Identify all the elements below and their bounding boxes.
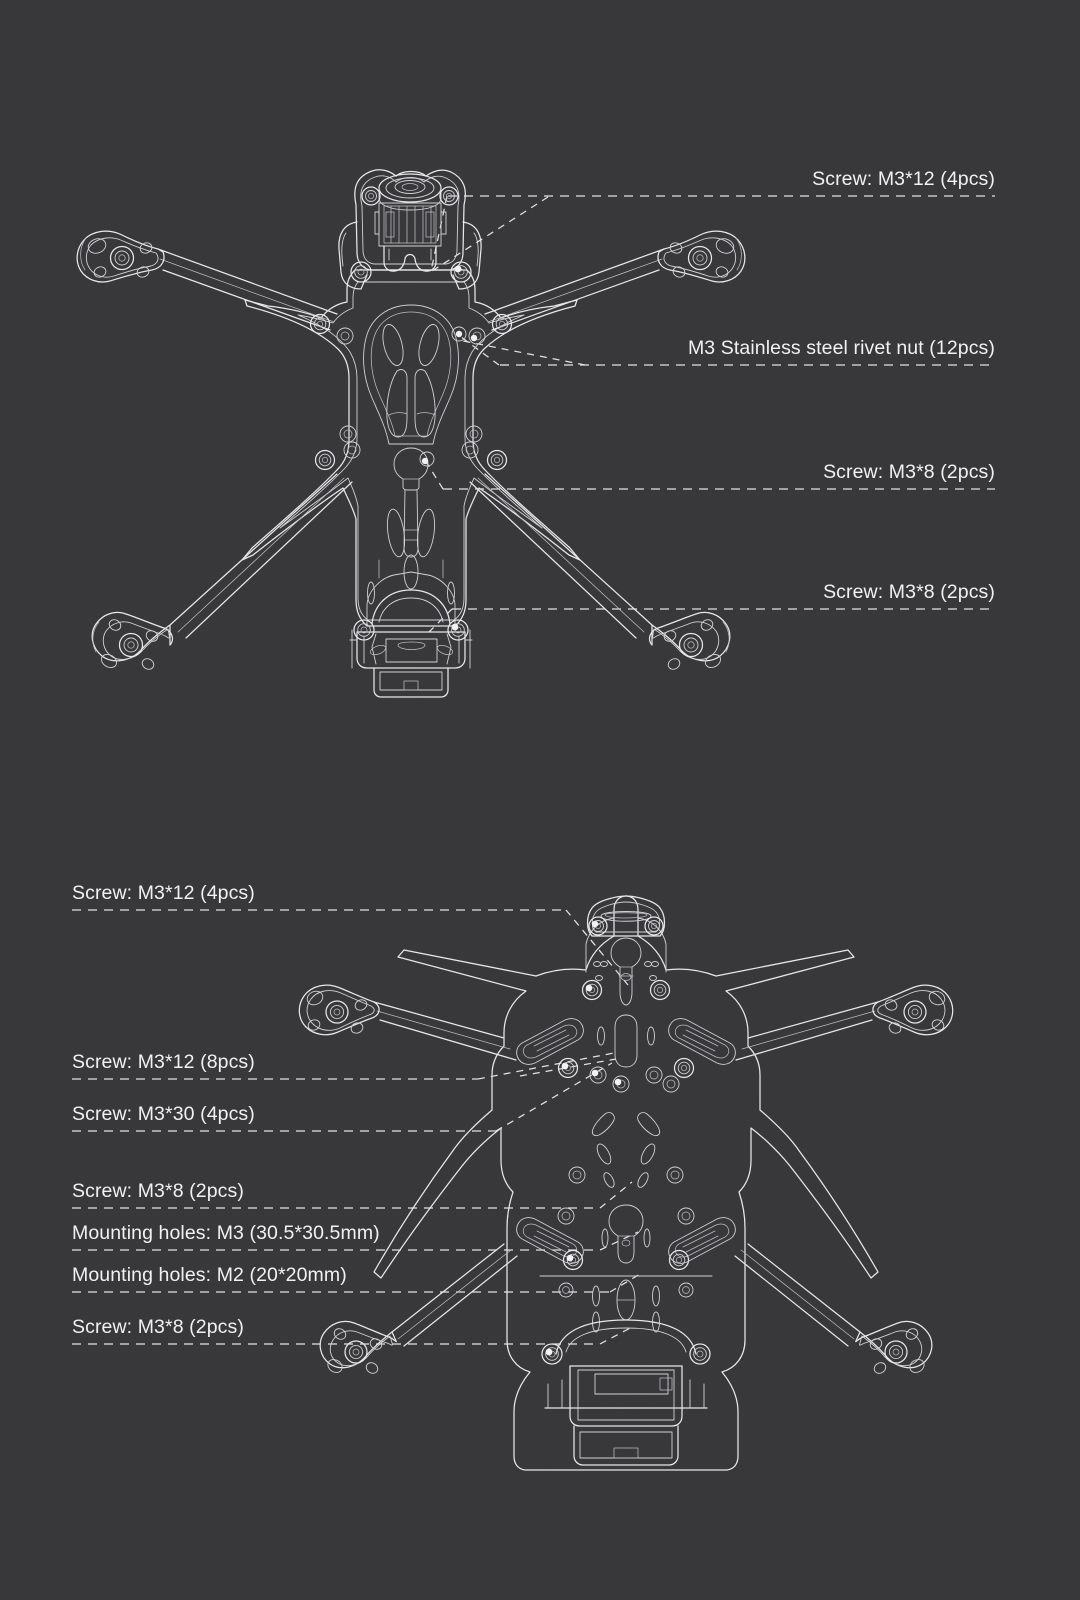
bottom-motor-mount-rear-right bbox=[855, 1320, 933, 1374]
callout-label-top-4: Screw: M3*8 (2pcs) bbox=[823, 581, 995, 603]
callout-label-bottom-3: Screw: M3*30 (4pcs) bbox=[72, 1103, 255, 1125]
motor-mount-front-right bbox=[657, 230, 746, 283]
bottom-motor-mount-front-left bbox=[298, 984, 380, 1036]
callout-label-top-3: Screw: M3*8 (2pcs) bbox=[823, 461, 995, 483]
callout-label-bottom-6: Mounting holes: M2 (20*20mm) bbox=[72, 1264, 347, 1286]
bottom-motor-mount-front-right bbox=[872, 984, 954, 1036]
camera-mount-assembly bbox=[354, 169, 466, 272]
callout-label-bottom-4: Screw: M3*8 (2pcs) bbox=[72, 1180, 244, 1202]
callout-label-top-2: M3 Stainless steel rivet nut (12pcs) bbox=[687, 337, 995, 359]
callout-label-bottom-7: Screw: M3*8 (2pcs) bbox=[72, 1316, 244, 1338]
motor-mount-rear-left bbox=[91, 611, 174, 670]
top-leader-lines bbox=[424, 195, 995, 633]
bottom-frame-drawing bbox=[72, 895, 954, 1471]
callout-label-top-1: Screw: M3*12 (4pcs) bbox=[812, 168, 995, 190]
callout-label-bottom-1: Screw: M3*12 (4pcs) bbox=[72, 882, 255, 904]
callout-label-bottom-2: Screw: M3*12 (8pcs) bbox=[72, 1051, 255, 1073]
arm-standoff-slots bbox=[516, 1018, 736, 1264]
bottom-motor-mount-rear-left bbox=[319, 1320, 397, 1374]
motor-mount-front-left bbox=[76, 230, 165, 283]
top-frame-drawing bbox=[76, 169, 995, 698]
top-frame-body bbox=[76, 169, 746, 698]
motor-mount-rear-right bbox=[648, 611, 731, 670]
callout-label-bottom-5: Mounting holes: M3 (30.5*30.5mm) bbox=[72, 1222, 380, 1244]
top-plate-fasteners bbox=[309, 261, 513, 641]
